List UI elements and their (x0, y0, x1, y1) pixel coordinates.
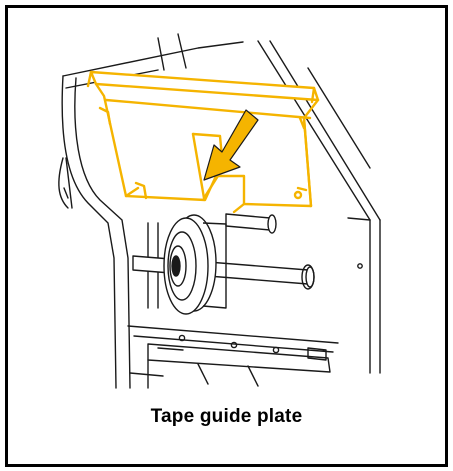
arrow-down-left-icon (203, 109, 259, 181)
tape-guide-plate (86, 70, 320, 214)
roller-shaft (132, 213, 315, 315)
caption-text: Tape guide plate (150, 406, 303, 427)
diagram-frame: Tape guide plate (5, 5, 448, 467)
machine-body (58, 33, 381, 389)
machine-illustration (58, 33, 381, 389)
